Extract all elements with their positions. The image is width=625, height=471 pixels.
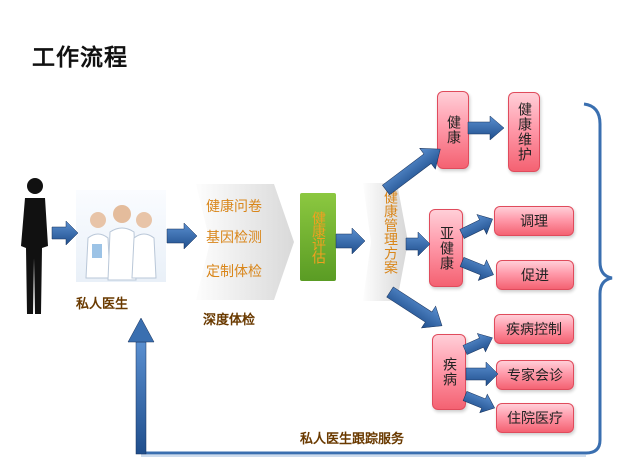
healthy-box: 健康 bbox=[437, 91, 469, 169]
exam-item-questionnaire: 健康问卷 bbox=[206, 199, 262, 215]
page-title: 工作流程 bbox=[32, 45, 128, 71]
expert-consultation-box: 专家会诊 bbox=[496, 360, 574, 390]
follow-up-caption: 私人医生跟踪服务 bbox=[300, 432, 405, 447]
arrow-disease-to-consultation bbox=[465, 361, 499, 387]
arrow-healthy-to-maintenance bbox=[467, 115, 505, 141]
arrow-plan-to-disease bbox=[386, 286, 443, 329]
health-maintenance-label: 健康维护 bbox=[516, 102, 532, 162]
arrow-subhealthy-to-promotion bbox=[459, 257, 494, 281]
arrow-doctor-to-exam bbox=[166, 222, 198, 250]
disease-box: 疾病 bbox=[432, 334, 466, 410]
healthy-label: 健康 bbox=[445, 115, 461, 145]
hospitalization-box: 住院医疗 bbox=[496, 403, 574, 433]
exam-caption: 深度体检 bbox=[203, 313, 256, 328]
exam-item-custom-checkup: 定制体检 bbox=[206, 264, 262, 280]
doctor-caption: 私人医生 bbox=[76, 297, 129, 312]
conditioning-box: 调理 bbox=[494, 206, 574, 236]
arrow-subhealthy-to-conditioning bbox=[459, 214, 493, 239]
arrow-disease-to-hospitalization bbox=[462, 391, 496, 414]
expert-consultation-label: 专家会诊 bbox=[507, 368, 563, 384]
plan-chevron-shape bbox=[363, 183, 408, 301]
exam-chevron-shape bbox=[196, 184, 294, 300]
arrow-assess-to-plan bbox=[335, 227, 366, 255]
disease-control-label: 疾病控制 bbox=[506, 322, 562, 338]
person-silhouette-icon bbox=[21, 178, 48, 314]
hospitalization-label: 住院医疗 bbox=[507, 411, 563, 427]
promotion-label: 促进 bbox=[521, 268, 549, 284]
right-brace-shape bbox=[583, 102, 613, 455]
arrow-plan-to-subhealthy bbox=[405, 231, 431, 257]
health-maintenance-box: 健康维护 bbox=[508, 92, 540, 172]
disease-control-box: 疾病控制 bbox=[494, 314, 574, 344]
disease-label: 疾病 bbox=[441, 357, 457, 387]
arrow-plan-to-healthy bbox=[382, 148, 441, 196]
up-arrow-shaft bbox=[135, 341, 147, 455]
subhealthy-box: 亚健康 bbox=[429, 209, 463, 287]
health-plan-label: 健康管理方案 bbox=[382, 190, 398, 274]
conditioning-label: 调理 bbox=[520, 214, 548, 230]
promotion-box: 促进 bbox=[496, 260, 574, 290]
subhealthy-label: 亚健康 bbox=[438, 225, 454, 271]
exam-item-genetic-test: 基因检测 bbox=[206, 230, 262, 246]
health-assessment-box: 健康评估 bbox=[300, 193, 336, 281]
arrow-person-to-doctor bbox=[51, 220, 79, 246]
up-arrow-head bbox=[127, 317, 155, 343]
arrow-disease-to-control bbox=[462, 333, 493, 355]
health-assessment-label: 健康评估 bbox=[310, 211, 326, 263]
doctors-photo bbox=[76, 190, 166, 282]
